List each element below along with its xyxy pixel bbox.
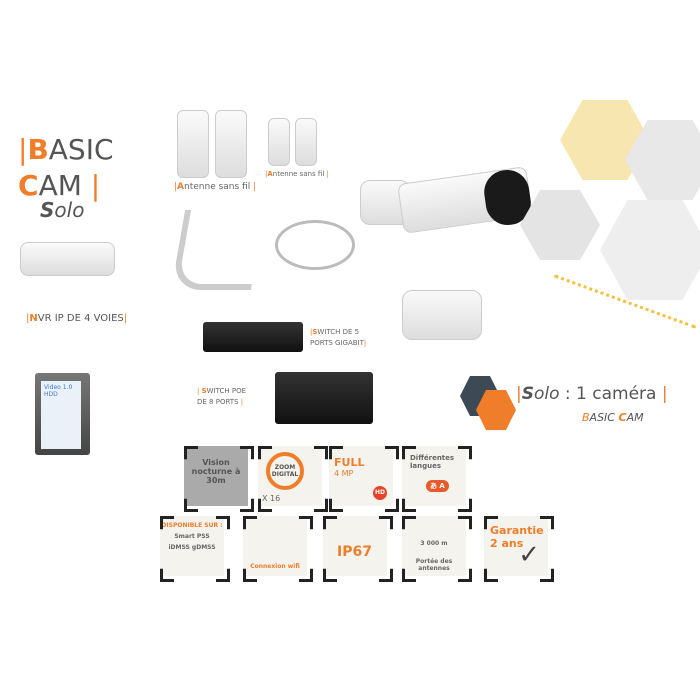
network-cable-image [275,220,355,270]
title-initial-s: S [40,198,55,222]
antenna-small-cover-image [295,118,317,166]
antenna-large-cover-image [215,110,247,178]
switch-poe-image [275,372,373,424]
farm-illustration [520,100,700,329]
antenna-small-image [268,118,290,166]
antenna-large-image [177,110,209,178]
mounting-brackets-image [170,210,266,290]
feature-ip67: IP67 [323,516,387,576]
switch-5-ports-image [203,322,303,352]
feature-night-vision: Vision nocturne à 30m [184,446,248,506]
junction-box-image [402,290,482,340]
title-cam: AM [38,169,82,202]
checkmark-icon: ✓ [518,540,540,570]
feature-antenna-range: 3 000 m Portée des antennes [402,516,466,576]
feature-available-on: DISPONIBLE SUR : Smart PSS iDMSS gDMSS [160,516,224,576]
feature-languages: Différentes langues あ A [402,446,466,506]
title-initial-b: B [27,133,49,166]
hdd-label: Video 1.0 HDD [41,381,81,449]
nvr-image [20,242,115,276]
title-solo: olo [54,198,85,222]
feature-warranty: Garantie 2 ans ✓ [484,516,548,576]
antenna-label-1: |Antenne sans fil | [174,182,257,192]
antenna-label-2: |Antenne sans fil | [265,170,329,178]
feature-digital-zoom: ZOOM DIGITAL X 16 [258,446,322,506]
title-basic: ASIC [48,133,114,166]
nvr-label: |NVR IP DE 4 VOIES| [26,313,128,324]
feature-full-4mp: FULL 4 MP HD [329,446,393,506]
brand-title: |BASIC CAM | Solo [18,133,114,222]
hard-drive-image: Video 1.0 HDD [35,373,90,455]
bullet-camera-image [360,166,534,240]
title-initial-c: C [18,169,39,202]
feature-wifi: Connexion wifi [243,516,307,576]
